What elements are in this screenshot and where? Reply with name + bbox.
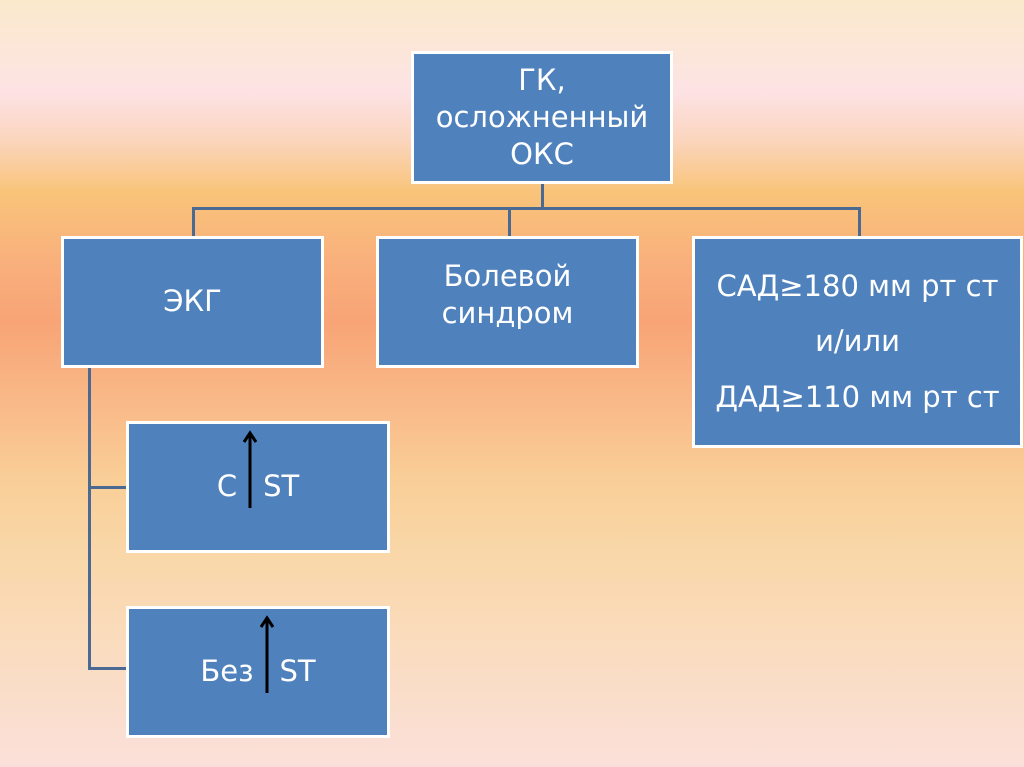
without-st-suffix: ST [279,654,316,689]
root-node: ГК, осложненный ОКС [411,51,673,184]
node-with-st: С ST [126,421,390,553]
node-bp-line-3: ДАД≥110 мм рт ст [715,379,1000,414]
root-line-3: ОКС [510,137,574,172]
root-line-2: осложненный [435,99,649,134]
node-without-st: Без ST [126,606,390,738]
node-ecg-label: ЭКГ [163,284,222,319]
connector-root-stem [541,183,544,210]
node-pain-syndrome: Болевой синдром [376,236,639,368]
connector-to-without-st [88,667,128,670]
node-pain-line-1: Болевой [443,258,572,293]
with-st-label: С ST [216,430,300,532]
node-bp-line-2: и/или [815,324,900,359]
without-st-prefix: Без [200,654,254,689]
connector-ecg-stem [88,366,91,670]
connector-to-with-st [88,486,128,489]
connector-to-pain [508,207,511,238]
connector-to-ecg [192,207,195,238]
node-pain-line-2: синдром [441,296,574,330]
with-st-suffix: ST [263,469,300,504]
node-ecg: ЭКГ [61,236,324,368]
node-blood-pressure: САД≥180 мм рт ст и/или ДАД≥110 мм рт ст [692,236,1023,448]
connector-horizontal-bus [192,207,861,210]
node-bp-line-1: САД≥180 мм рт ст [716,269,999,304]
without-st-label: Без ST [200,615,316,717]
arrow-up-icon [259,615,274,717]
with-st-prefix: С [216,469,238,504]
root-line-1: ГК, [518,62,566,97]
arrow-up-icon [243,430,258,532]
connector-to-bp [858,207,861,238]
